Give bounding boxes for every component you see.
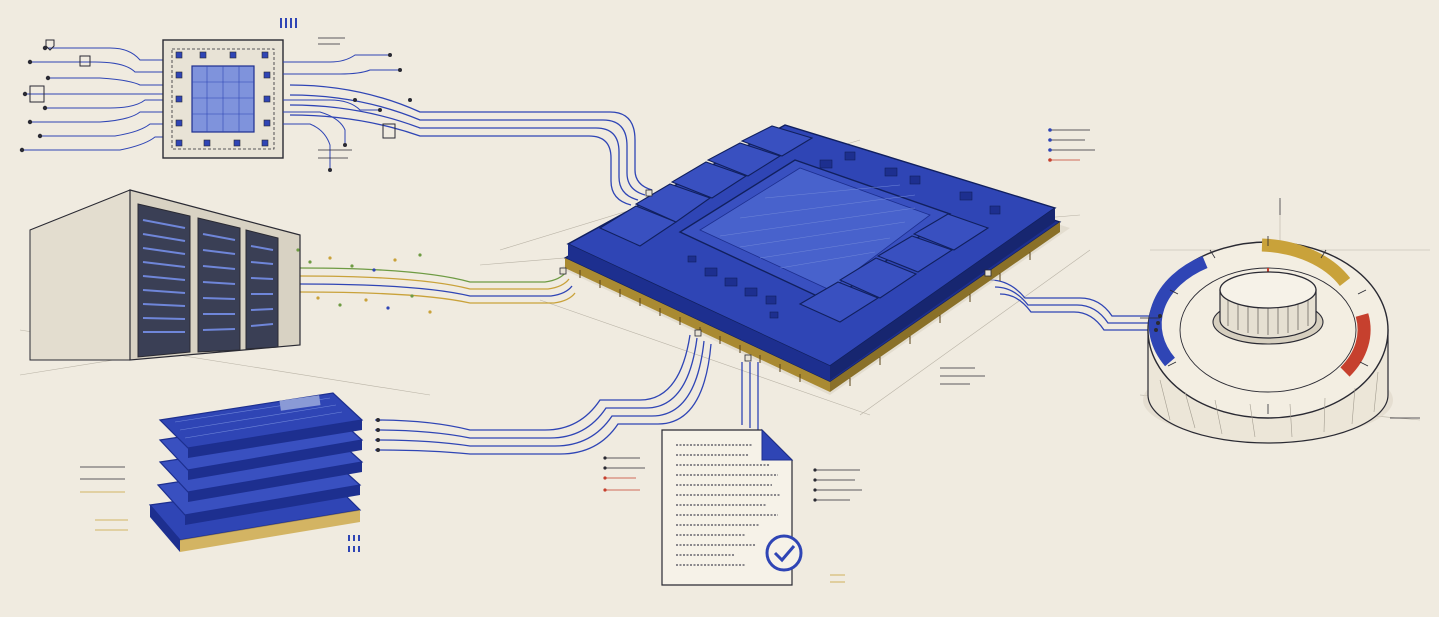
- document-side-ticks: [605, 457, 862, 583]
- processor-die-hatching: [719, 184, 916, 269]
- chip-tick-marks: [318, 37, 352, 159]
- wire-processor-to-document: [741, 362, 759, 430]
- document-page: [661, 429, 793, 586]
- processor-small-components: [687, 151, 1001, 319]
- chip-package-inner: [171, 48, 275, 150]
- document-check-icon: [603, 428, 862, 586]
- wire-rack-to-processor: [299, 267, 576, 304]
- stack-layer-1-front: [188, 420, 362, 458]
- dial-tick-marks: [1167, 236, 1369, 414]
- dial-knob-top: [1219, 271, 1317, 309]
- chip-left-trace-nodes: [19, 45, 51, 153]
- dial-base-hatching: [1159, 371, 1379, 438]
- document-folded-corner: [761, 428, 794, 461]
- dial-segment-red: [1340, 313, 1371, 377]
- wire-stack-to-processor: [374, 334, 712, 455]
- chip-pads: [175, 51, 271, 147]
- dial-segment-blue: [1148, 256, 1208, 367]
- stack-layer-3-front: [188, 462, 362, 502]
- chip-die-grid: [192, 66, 254, 132]
- wire-chip-to-processor: [289, 84, 653, 206]
- dial-wire-nodes: [1154, 314, 1162, 332]
- rack-bay-2: [197, 217, 241, 353]
- server-rack-icon: [29, 189, 432, 361]
- processor-dimension-marks: [940, 129, 1095, 385]
- stack-tick-marks-left: [80, 466, 128, 531]
- chip-shield-symbol: [45, 39, 55, 51]
- processor-board-icon: [559, 124, 1095, 395]
- document-check-badge: [765, 534, 803, 572]
- check-icon: [773, 545, 796, 563]
- dial-segment-gold: [1261, 238, 1351, 287]
- stack-layer-5-front: [180, 510, 360, 552]
- chip-left-component: [29, 85, 45, 103]
- document-side-nodes: [603, 456, 817, 502]
- chip-top-marker: [280, 18, 297, 28]
- stack-tick-marks-bottom: [348, 535, 360, 552]
- dial-crosshair: [1140, 198, 1420, 419]
- processor-board-front-left: [568, 244, 830, 380]
- stack-wire-nodes: [376, 418, 380, 452]
- rack-drive-slots: [142, 219, 274, 333]
- processor-edge-connectors: [559, 189, 992, 362]
- processor-base-front-left: [565, 258, 830, 392]
- document-text-lines: [676, 444, 780, 566]
- rack-bay-3: [245, 229, 279, 350]
- stack-layer-4-front: [185, 485, 360, 525]
- chip-right-component: [382, 123, 396, 139]
- connection-wires: [289, 84, 1160, 455]
- chip-top-component: [79, 55, 91, 67]
- processor-central-die-inner: [699, 167, 931, 291]
- layered-stack-icon: [80, 392, 380, 552]
- stack-layer-2-front: [188, 440, 362, 480]
- rack-data-particles: [296, 248, 432, 314]
- stack-layer-5-edge: [150, 505, 180, 552]
- chip-left-traces: [22, 47, 163, 151]
- chip-right-nodes: [328, 53, 412, 172]
- processor-dimension-nodes: [1048, 128, 1052, 162]
- stack-label-plate: [279, 395, 321, 411]
- microchip-icon: [19, 18, 412, 172]
- wire-processor-to-dial: [989, 279, 1160, 331]
- processor-base-front-right: [830, 222, 1060, 392]
- processor-board-front-right: [830, 208, 1055, 380]
- chip-right-traces: [283, 54, 400, 170]
- dial-gauge-icon: [1140, 198, 1420, 444]
- processor-memory-modules: [598, 125, 990, 323]
